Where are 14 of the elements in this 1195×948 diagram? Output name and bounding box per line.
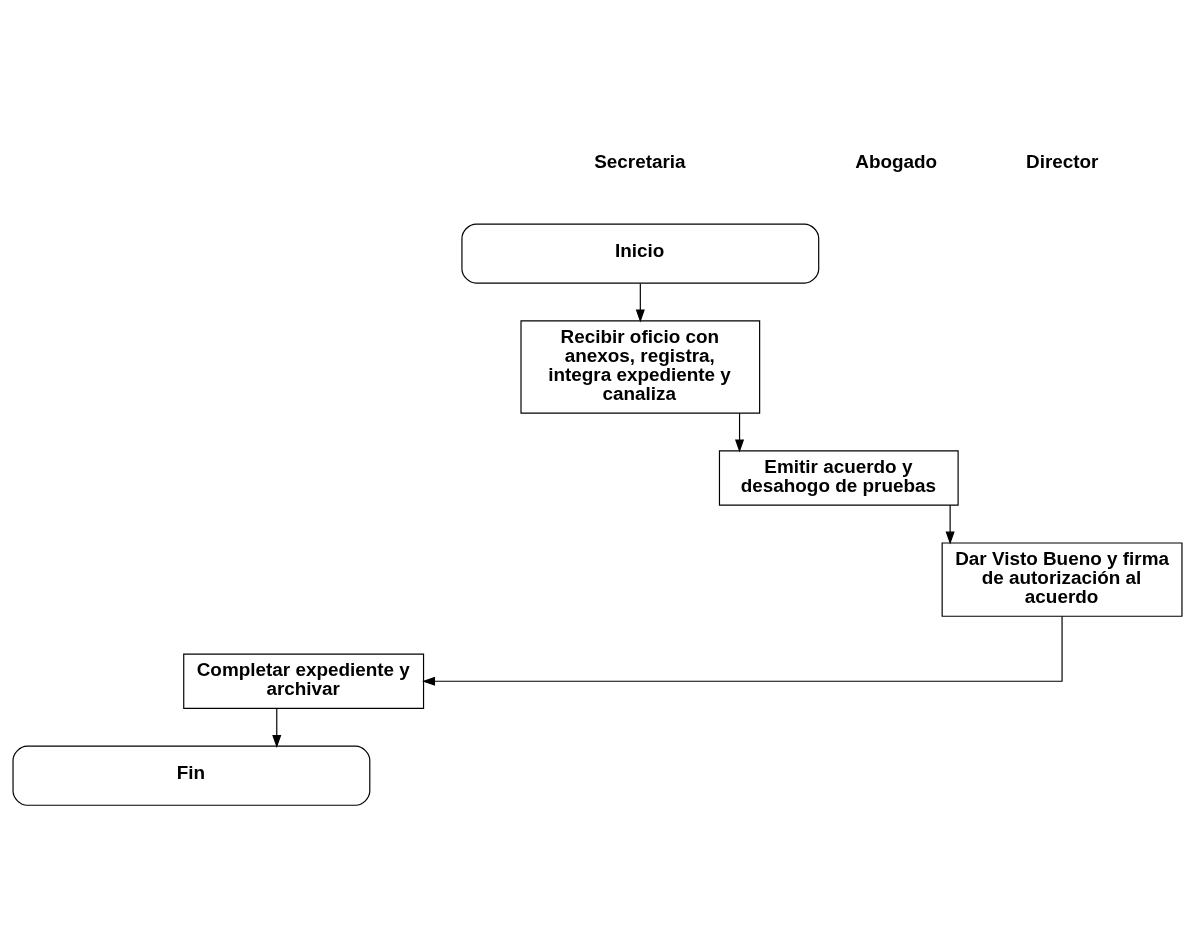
node-box: Inicio [461,222,820,284]
arrow [735,412,745,452]
label: Secretaria [594,150,686,172]
node-box: Recibir oficio con anexos, registra, integra expediente y canaliza [520,319,761,414]
arrow [635,282,645,322]
node-box: Completar expediente y archivar [183,652,425,709]
node-box: Dar Visto Bueno y firma de autorización al acuerdo [941,541,1183,617]
node-box: Fin [12,745,371,806]
arrow [945,504,955,545]
arrow [422,615,1063,686]
node-box: Emitir acuerdo y desahogo de pruebas [718,449,959,506]
label: Director [1026,150,1099,172]
arrow [272,707,282,748]
label: Abogado [855,150,938,172]
